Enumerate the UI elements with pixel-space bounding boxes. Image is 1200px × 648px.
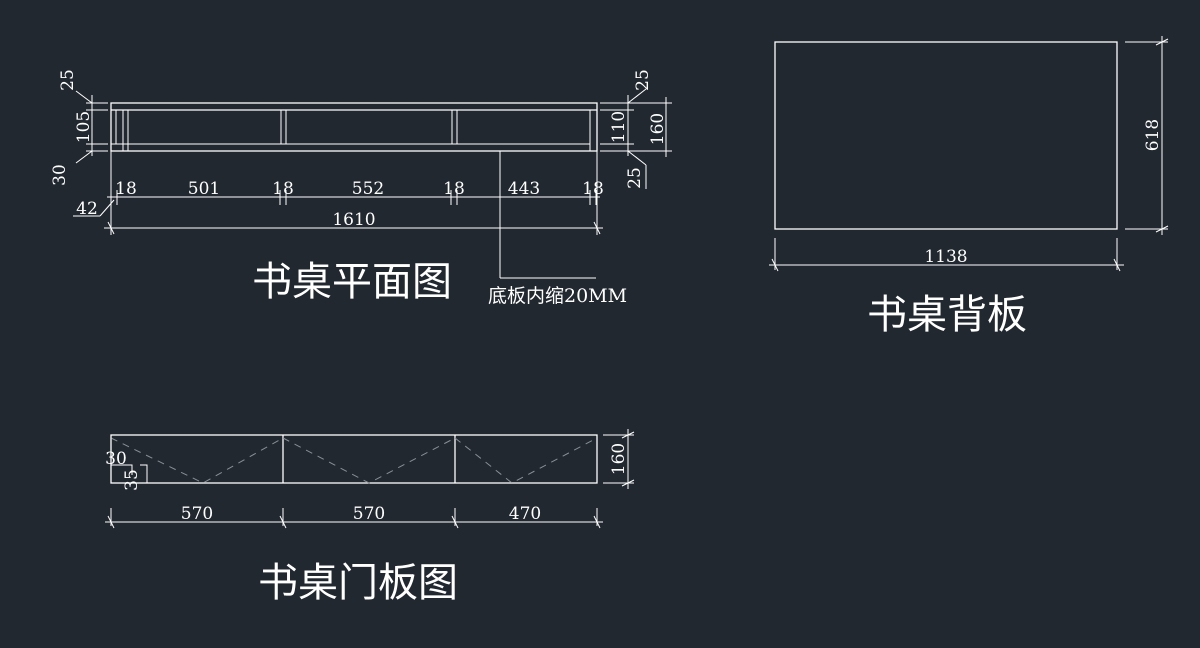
desk-door-panel-view: 30 35 160 570 570 470 书桌门板图: [105, 429, 635, 606]
plan-dim-501: 501: [188, 179, 220, 199]
door-panel-outline: [110, 434, 598, 484]
plan-dim-18: 18: [582, 179, 604, 199]
plan-right-vdim-25: 25: [625, 167, 645, 189]
plan-right-vdim-110: 110: [609, 111, 629, 143]
back-height-dim: 618: [1143, 119, 1163, 151]
plan-left-vdim-105: 105: [74, 111, 94, 143]
plan-left-vdim-25: 25: [58, 69, 78, 91]
plan-dim-ticks: [110, 151, 598, 235]
desk-plan-view: 18 501 18 552 18 443 18 1610 42 25 105 3…: [50, 69, 672, 307]
plan-dim-443: 443: [508, 179, 540, 199]
door-title: 书桌门板图: [258, 560, 458, 606]
plan-dim-552: 552: [352, 179, 384, 199]
door-dim-570: 570: [181, 504, 213, 524]
plan-note-text: 底板内缩20MM: [488, 285, 627, 307]
plan-offset-42: 42: [76, 199, 98, 219]
back-title: 书桌背板: [867, 292, 1027, 338]
plan-right-vdim-160: 160: [648, 113, 668, 145]
door-left-vdim-35: 35: [122, 469, 142, 491]
door-height-dim: 160: [609, 443, 629, 475]
door-dim-570: 570: [353, 504, 385, 524]
back-panel-outline: [774, 41, 1118, 230]
plan-dim-18: 18: [443, 179, 465, 199]
plan-offset-leader: [99, 199, 115, 217]
plan-right-vdim-25: 25: [633, 69, 653, 91]
plan-dim-18: 18: [272, 179, 294, 199]
plan-outline: [110, 102, 598, 152]
door-dim-470: 470: [509, 504, 541, 524]
door-hinge-hidden-lines: [110, 437, 598, 484]
plan-title: 书桌平面图: [252, 259, 452, 305]
desk-back-panel-view: 1138 618 书桌背板: [769, 36, 1169, 338]
door-left-vdim-30: 30: [105, 449, 127, 469]
plan-total-dim: 1610: [332, 210, 375, 230]
plan-dim-18: 18: [115, 179, 137, 199]
plan-left-vdim-30: 30: [50, 164, 70, 186]
back-width-dim: 1138: [924, 247, 967, 267]
